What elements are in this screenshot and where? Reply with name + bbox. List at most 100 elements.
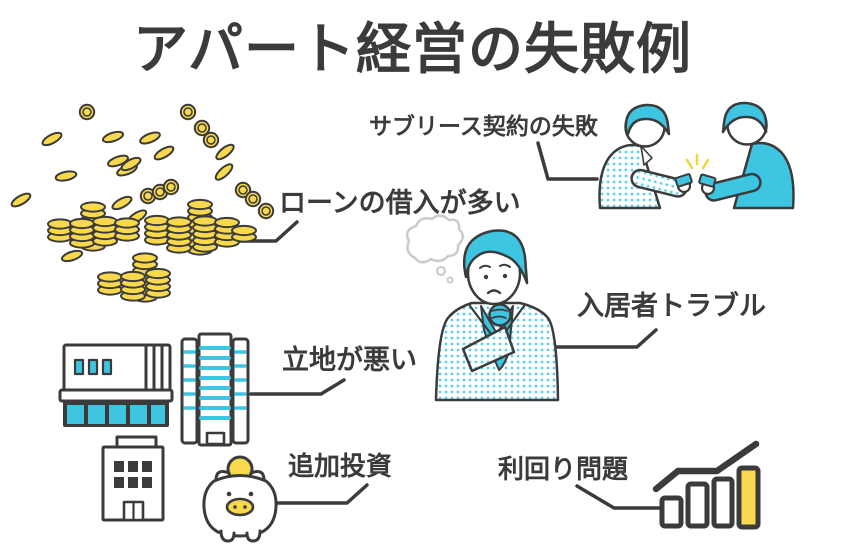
building-wide-lower-window (109, 405, 126, 424)
coin (202, 131, 220, 149)
building-wide-lower-window (88, 405, 105, 424)
callout-lines (231, 141, 663, 510)
coin (183, 107, 193, 117)
man-eyebrows (479, 263, 511, 269)
piggy-eye (248, 491, 254, 497)
coin (101, 130, 125, 144)
coin (69, 217, 95, 230)
piggy-nostril (243, 505, 247, 509)
man-hair (462, 229, 529, 285)
tower-left-wing (180, 337, 199, 445)
callout-line-yield (575, 484, 663, 510)
callout-line-tenant (551, 328, 658, 349)
coin (166, 216, 192, 228)
tower-door (205, 431, 226, 446)
coin (145, 267, 171, 280)
label-investment: 追加投資 (288, 452, 393, 482)
growth-bar-chart-icon (652, 440, 761, 530)
coin (120, 270, 146, 283)
coin (187, 198, 213, 211)
chart-bar (659, 495, 684, 529)
piggy-eye (226, 491, 232, 497)
label-location: 立地が悪い (282, 345, 417, 376)
coin (41, 131, 63, 147)
building-wide-lower-window (130, 405, 147, 424)
building-wide-window (87, 358, 99, 376)
coin (78, 103, 96, 121)
coin (192, 215, 218, 227)
building-wide-ledge (58, 388, 174, 403)
chart-bar (685, 481, 710, 529)
man-eye (502, 273, 508, 279)
coin (244, 190, 262, 208)
thought-bubble-dot (446, 276, 454, 284)
coin (257, 202, 275, 220)
man-frown-mouth (486, 289, 502, 295)
worried-man-icon (405, 214, 560, 402)
man-fist (488, 303, 512, 327)
left-man-hair (624, 103, 671, 136)
man-forearm (461, 325, 516, 373)
coin (10, 192, 32, 208)
coin (261, 206, 271, 216)
coin (215, 143, 235, 161)
coin (179, 103, 197, 121)
callout-line-sublease (536, 141, 599, 181)
building-wide-lower-window (151, 405, 165, 424)
label-yield: 利回り問題 (498, 455, 629, 485)
coin (248, 194, 258, 204)
coin (234, 181, 252, 199)
coin (144, 214, 170, 227)
label-loan: ローンの借入が多い (279, 188, 521, 219)
coin (197, 123, 207, 133)
tower-core-stripes (199, 346, 231, 420)
man-fist-fingers (491, 308, 508, 319)
coin (92, 215, 118, 228)
coin (166, 182, 176, 192)
coin (155, 187, 165, 197)
man-eye (483, 274, 489, 280)
callout-line-investment (270, 483, 369, 505)
callout-line-location (249, 378, 346, 396)
coin (47, 218, 73, 230)
chart-bar-highlight (736, 465, 761, 530)
coin (206, 135, 216, 145)
chart-trend-line (652, 440, 760, 493)
building-wide-window (101, 358, 113, 376)
coin (162, 178, 180, 196)
businessmen-meeting-icon (598, 101, 795, 210)
left-man-collar (640, 145, 653, 166)
label-tenant: 入居者トラブル (577, 291, 766, 322)
coin (238, 185, 248, 195)
thought-bubble-icon (405, 214, 464, 264)
piggy-snout (225, 497, 255, 517)
piggy-nostril (233, 505, 237, 509)
right-man-hair (721, 101, 768, 134)
coin (214, 163, 234, 181)
building-wide-stripes (144, 345, 164, 392)
coin (139, 131, 161, 145)
piggy-leg (219, 529, 262, 543)
building-wide-lower-window (67, 405, 84, 424)
coin-piles-icon (10, 103, 275, 303)
left-business-card (674, 173, 693, 188)
coin (114, 217, 140, 229)
coin (120, 156, 142, 172)
page-title: アパート経営の失敗例 (133, 17, 692, 81)
coin (80, 201, 106, 213)
chart-bar (711, 476, 735, 529)
buildings-icon (58, 332, 250, 522)
coin (153, 145, 175, 161)
coin (231, 224, 257, 237)
coin (82, 107, 92, 117)
tower-wing-stripes (183, 350, 247, 410)
piggy-bank-icon (202, 455, 278, 543)
thought-bubble-dot (435, 265, 447, 277)
coin (54, 170, 78, 182)
coin (107, 154, 129, 168)
office-windows (114, 461, 152, 488)
tower-right-wing (231, 337, 250, 445)
coin (111, 195, 133, 211)
